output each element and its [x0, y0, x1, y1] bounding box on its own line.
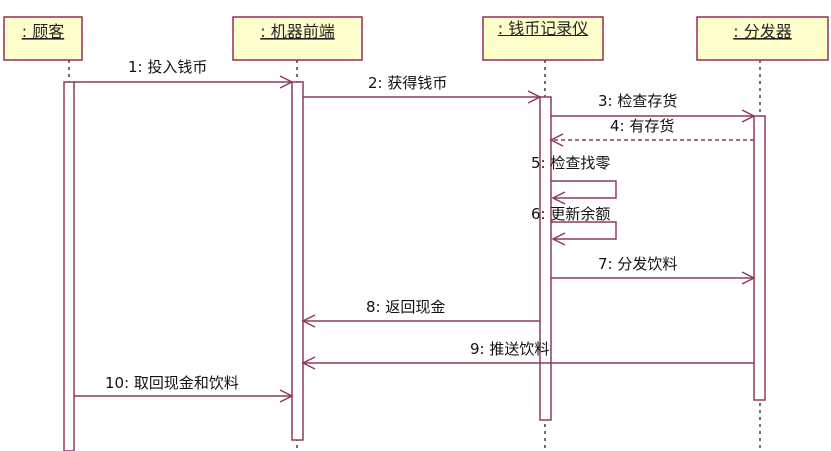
message-6: 6: 更新余额	[531, 205, 617, 246]
message-label: 2: 获得钱币	[368, 74, 447, 92]
participant-box	[482, 16, 604, 61]
message-label: 7: 分发饮料	[598, 255, 677, 273]
activation-bar	[291, 81, 304, 441]
message-5: 5: 检查找零	[531, 154, 617, 205]
arrowhead-icon	[741, 109, 756, 123]
message-label: 1: 投入钱币	[128, 58, 207, 76]
message-4: 4: 有存货	[549, 117, 754, 147]
message-3: 3: 检查存货	[551, 92, 756, 123]
activation-bar	[753, 115, 766, 401]
message-9: 9: 推送饮料	[301, 340, 754, 370]
message-label: 5: 检查找零	[531, 154, 610, 172]
participant-customer: : 顾客	[3, 16, 83, 451]
message-label: 6: 更新余额	[531, 205, 610, 223]
message-label: 3: 检查存货	[598, 92, 677, 110]
message-label: 9: 推送饮料	[470, 340, 549, 358]
message-8: 8: 返回现金	[301, 298, 540, 328]
self-message-line	[551, 180, 617, 199]
participant-dispenser: : 分发器	[696, 16, 829, 451]
participant-front: : 机器前端	[232, 16, 363, 451]
participant-recorder	[482, 16, 604, 451]
participant-box	[696, 16, 829, 61]
arrowhead-icon	[551, 232, 566, 246]
arrowhead-icon	[741, 271, 756, 285]
participant-box	[232, 16, 363, 61]
message-label: 10: 取回现金和饮料	[105, 374, 239, 392]
message-1: 1: 投入钱币	[74, 58, 294, 89]
self-message-line	[551, 221, 617, 240]
arrowhead-icon	[527, 90, 542, 104]
arrowhead-icon	[279, 75, 294, 89]
arrowhead-icon	[301, 356, 316, 370]
arrowhead-icon	[301, 314, 316, 328]
message-label: 4: 有存货	[610, 117, 674, 135]
message-label: 8: 返回现金	[366, 298, 445, 316]
participant-label: : 顾客	[22, 22, 64, 41]
participant-label: : 分发器	[733, 22, 791, 41]
arrowhead-icon	[549, 133, 564, 147]
participant-label: : 机器前端	[260, 22, 334, 41]
message-2: 2: 获得钱币	[303, 74, 542, 104]
participant-box	[3, 16, 83, 61]
arrowhead-icon	[279, 389, 294, 403]
activation-bar	[539, 96, 552, 421]
participant-label-recorder: : 钱币记录仪	[497, 19, 589, 38]
activation-bar	[63, 81, 75, 451]
arrowhead-icon	[551, 191, 566, 205]
message-7: 7: 分发饮料	[551, 255, 756, 285]
message-10: 10: 取回现金和饮料	[74, 374, 294, 403]
